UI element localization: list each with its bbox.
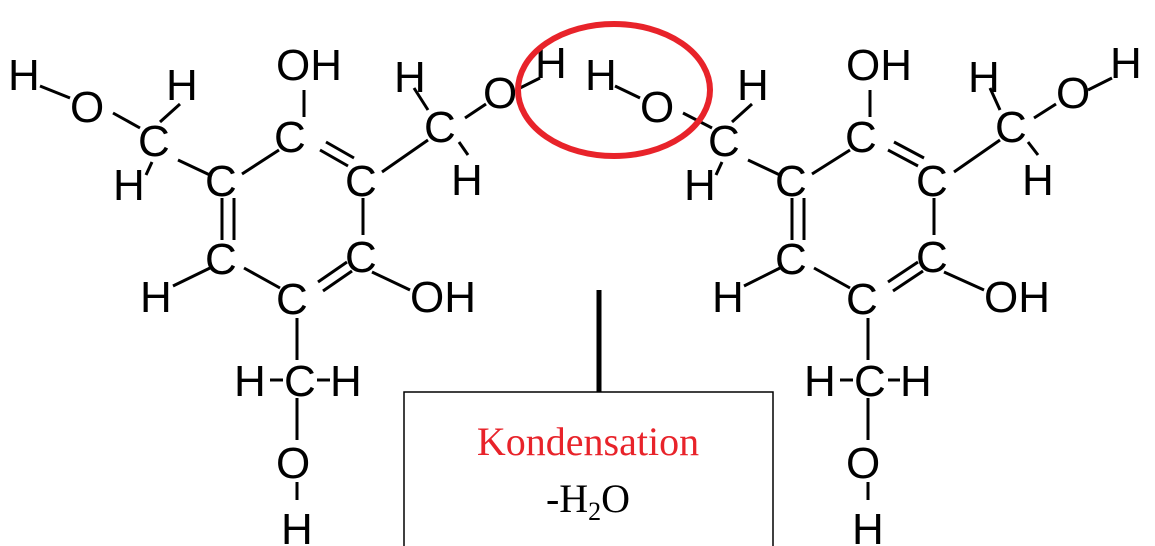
right-hydrogen: H xyxy=(900,357,932,406)
right-oxygen: O xyxy=(846,439,880,488)
right-hydrogen: H xyxy=(968,53,1000,102)
reaction-box: Kondensation -H2O xyxy=(403,391,774,546)
left-carbon: C xyxy=(345,157,377,206)
left-carbon: C xyxy=(274,113,306,162)
right-atoms: H O H C H OH C C C H C H O H C C H C OH … xyxy=(585,39,1142,546)
left-hydrogen: H xyxy=(140,273,172,322)
right-hydrogen: H xyxy=(852,505,884,546)
left-atoms: H O H C H OH C C C H C H O H C C H C OH … xyxy=(8,39,567,546)
right-bonds xyxy=(614,76,1113,500)
right-hydrogen: H xyxy=(1110,39,1142,88)
left-hydrogen: H xyxy=(113,161,145,210)
left-carbon: C xyxy=(276,275,308,324)
left-carbon: C xyxy=(138,117,170,166)
right-carbon: C xyxy=(846,275,878,324)
right-hydrogen: H xyxy=(804,357,836,406)
right-carbon: C xyxy=(775,157,807,206)
left-hydroxyl: OH xyxy=(276,41,342,90)
water-elimination-formula: -H2O xyxy=(546,476,630,526)
left-carbon: C xyxy=(345,233,377,282)
left-bonds xyxy=(39,76,541,500)
right-hydrogen: H xyxy=(585,51,617,100)
right-molecule: H O H C H OH C C C H C H O H C C H C OH … xyxy=(585,39,1142,546)
left-hydrogen: H xyxy=(281,505,313,546)
right-carbon: C xyxy=(775,235,807,284)
right-carbon: C xyxy=(995,103,1027,152)
left-hydrogen: H xyxy=(166,61,198,110)
left-hydrogen: H xyxy=(234,357,266,406)
right-hydrogen: H xyxy=(684,161,716,210)
left-oxygen: O xyxy=(483,69,517,118)
right-hydrogen: H xyxy=(737,61,769,110)
formula-prefix: -H xyxy=(546,476,588,521)
formula-suffix: O xyxy=(601,476,630,521)
condensation-highlight-ellipse xyxy=(515,21,713,159)
left-hydrogen: H xyxy=(451,156,483,205)
right-oxygen: O xyxy=(640,83,674,132)
left-hydroxyl: OH xyxy=(410,273,476,322)
right-hydroxyl: OH xyxy=(846,41,912,90)
right-hydrogen: H xyxy=(1022,156,1054,205)
left-hydrogen: H xyxy=(394,53,426,102)
left-hydrogen: H xyxy=(330,357,362,406)
right-oxygen: O xyxy=(1056,69,1090,118)
right-carbon: C xyxy=(845,113,877,162)
left-carbon: C xyxy=(205,235,237,284)
reaction-box-frame xyxy=(403,391,774,546)
formula-subscript: 2 xyxy=(588,497,601,526)
left-carbon: C xyxy=(424,103,456,152)
right-carbon: C xyxy=(916,157,948,206)
right-carbon: C xyxy=(854,357,886,406)
left-carbon: C xyxy=(205,157,237,206)
left-carbon: C xyxy=(284,357,316,406)
left-oxygen: O xyxy=(70,83,104,132)
right-carbon: C xyxy=(916,233,948,282)
reaction-label: Kondensation xyxy=(477,419,699,464)
left-hydrogen: H xyxy=(8,51,40,100)
right-carbon: C xyxy=(708,117,740,166)
left-molecule: H O H C H OH C C C H C H O H C C H C OH … xyxy=(8,39,567,546)
left-oxygen: O xyxy=(276,439,310,488)
right-hydrogen: H xyxy=(712,273,744,322)
right-hydroxyl: OH xyxy=(984,273,1050,322)
